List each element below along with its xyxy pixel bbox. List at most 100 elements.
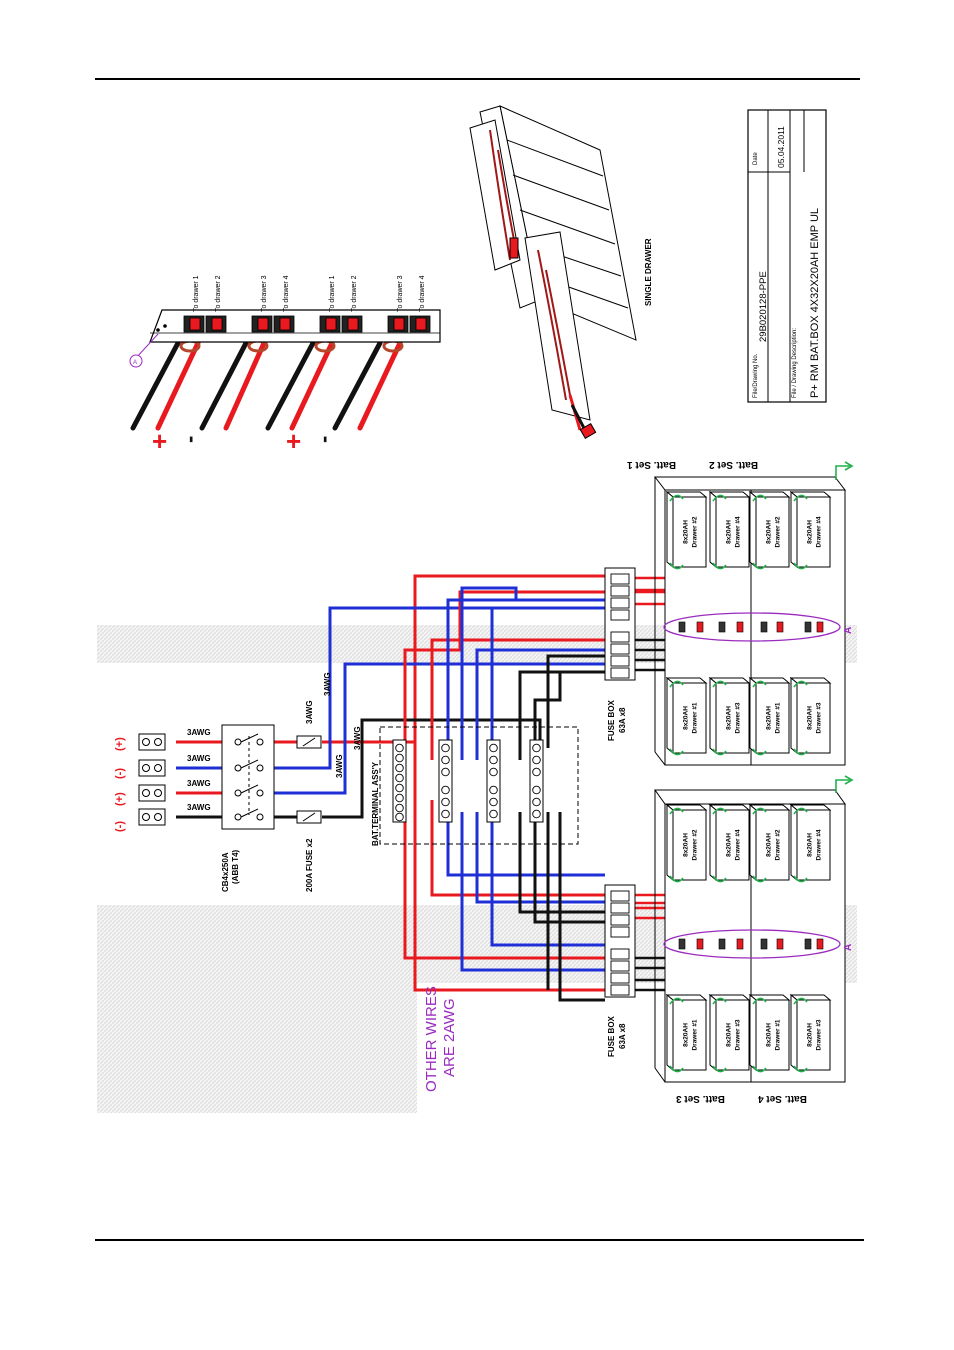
drawer-ground-wire [793,748,808,756]
drawer-ground-wire [712,748,727,756]
drawer-ground-wire [712,562,727,570]
gauge-label: 3AWG [353,726,362,750]
drawer-connector [760,938,768,950]
detail-terminal-strip: A To drawer 1 To drawer 2 To drawer 3 To… [129,275,441,456]
other-wires-note: ARE 2AWG [441,998,458,1077]
drawer-name: Drawer #4 [735,829,742,860]
fuse-box-label: 63A x8 [618,1023,627,1049]
drawer-ground-wire [793,997,808,1005]
to-drawer-label: To drawer 2 [215,275,222,312]
polarity-label: (-) [114,821,126,832]
detail-minus: - [177,436,202,443]
polarity-label: (+) [114,792,126,806]
drawing-description: P+ RM BAT.BOX 4X32X20AH EMP UL [809,208,821,398]
drawer-ground-wire [793,494,808,502]
detail-marker-a: A [133,360,137,366]
drawer-ground-wire [712,494,727,502]
breaker-make: (ABB T4) [231,849,240,884]
drawer-name: Drawer #1 [692,1019,699,1050]
drawer-connector [776,621,784,633]
battery-terminal-assembly [379,726,579,845]
desc-label: File / Drawing Description: [792,328,798,398]
drawer-connector [736,621,744,633]
to-drawer-label: To drawer 1 [329,275,336,312]
drawer-ground-wire [793,680,808,688]
drawer-name: Drawer #3 [735,1019,742,1050]
to-drawer-label: To drawer 1 [193,275,200,312]
single-drawer-caption: SINGLE DRAWER [644,238,653,306]
drawer-capacity: 8x20AH [683,833,690,857]
drawer-ground-wire [752,494,767,502]
drawer-ground-wire [712,875,727,883]
drawer-connector [678,938,686,950]
drawer-ground-wire [669,875,684,883]
set-label: Batt. Set 4 [758,1093,807,1104]
drawer-name: Drawer #3 [735,702,742,733]
gauge-label: 3AWG [305,700,314,724]
to-drawer-label: To drawer 4 [419,275,426,312]
fuse-box-label: 63A x8 [618,707,627,733]
other-wires-note: OTHER WIRES [423,986,440,1092]
drawer-connector [736,938,744,950]
circuit-breaker [221,724,275,830]
drawer-capacity: 8x20AH [766,833,773,857]
drawer-name: Drawer #3 [816,702,823,733]
drawer-connector [718,621,726,633]
to-drawer-label: To drawer 3 [261,275,268,312]
fuse-box-top [604,567,636,681]
drawer-connector [696,621,704,633]
drawer-ground-wire [752,748,767,756]
footer-rule [95,1239,864,1241]
drawer-name: Drawer #4 [816,516,823,547]
fuse-box-label: FUSE BOX [607,699,616,741]
drawer-connector [776,938,784,950]
gauge-label: 3AWG [323,672,332,696]
drawer-name: Drawer #4 [816,829,823,860]
drawer-name: Drawer #1 [775,702,782,733]
drawer-name: Drawer #2 [692,829,699,860]
drawer-connector [816,938,824,950]
gauge-label: 3AWG [335,754,344,778]
drawer-ground-wire [793,1065,808,1073]
drawer-ground-wire [669,997,684,1005]
set-label: Batt. Set 1 [627,459,676,470]
input-terminals [138,733,166,826]
gauge-label: 3AWG [187,754,211,763]
drawer-ground-wire [752,875,767,883]
drawer-connector [696,938,704,950]
date-label: Date [753,152,759,165]
to-drawer-label: To drawer 2 [351,275,358,312]
file-no: 29B020128-PPE [758,271,769,342]
marker-a-top: A [843,627,854,634]
gauge-label: 3AWG [187,803,211,812]
terminal-label: BAT.TERMINAL ASS'Y [371,761,380,846]
set-label: Batt. Set 3 [676,1093,725,1104]
drawer-capacity: 8x20AH [726,520,733,544]
drawer-capacity: 8x20AH [807,833,814,857]
drawer-connector [678,621,686,633]
to-drawer-label: To drawer 3 [397,275,404,312]
ground-symbols [835,461,854,793]
drawer-capacity: 8x20AH [807,1023,814,1047]
drawer-capacity: 8x20AH [726,833,733,857]
drawer-capacity: 8x20AH [683,520,690,544]
drawer-capacity: 8x20AH [726,1023,733,1047]
drawer-ground-wire [669,807,684,815]
drawer-ground-wire [669,680,684,688]
polarity-label: (+) [114,737,126,751]
drawer-connector [760,621,768,633]
polarity-label: (-) [114,768,126,779]
